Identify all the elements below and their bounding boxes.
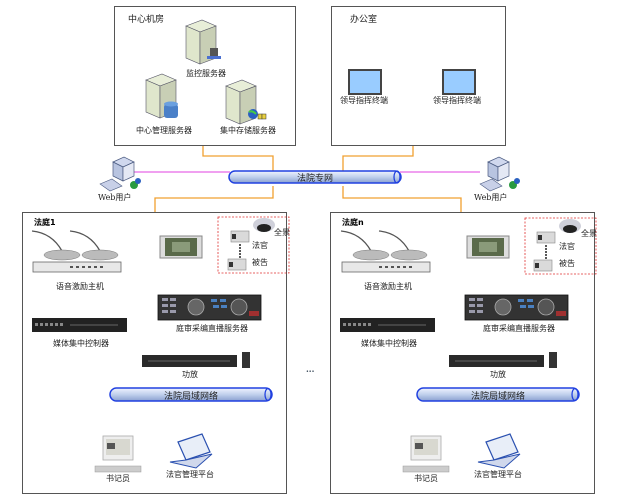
tv-screen-icon	[466, 235, 510, 259]
camera-group-box	[217, 216, 290, 274]
amplifier-label-1: 功放	[182, 370, 198, 379]
camera-defendant-label-n: 被告	[559, 259, 575, 268]
voice-host-label-1: 语音激励主机	[56, 282, 104, 291]
server-storage-icon	[225, 79, 267, 125]
judge-laptop-icon	[169, 433, 213, 469]
media-controller-icon	[340, 318, 435, 332]
media-controller-label-1: 媒体集中控制器	[53, 339, 109, 348]
amplifier-label-n: 功放	[490, 370, 506, 379]
lan-label-1: 法院局域网络	[163, 392, 218, 402]
clerk-label-1: 书记员	[106, 474, 130, 483]
lan-pipe	[416, 387, 580, 402]
recording-server-label-1: 庭审采编直播服务器	[176, 324, 248, 333]
recording-server-label-n: 庭审采编直播服务器	[483, 324, 555, 333]
clerk-desktop-icon	[402, 435, 450, 473]
clerk-label-n: 书记员	[414, 474, 438, 483]
server-label-storage: 集中存储服务器	[220, 126, 276, 135]
dome-camera-icon	[559, 219, 581, 233]
web-user-label-right: Web用户	[474, 193, 508, 202]
box-camera-judge-icon	[536, 231, 556, 244]
terminal-screen-icon	[442, 69, 476, 95]
box-camera-defendant-icon	[533, 259, 553, 272]
server-label-monitor: 监控服务器	[186, 69, 226, 78]
dome-camera-icon	[253, 218, 275, 232]
box-camera-defendant-icon	[227, 258, 247, 271]
wan-line-court1	[154, 186, 274, 212]
lan-label-n: 法院局域网络	[470, 392, 525, 402]
courtroom-title-n: 法庭n	[342, 218, 364, 227]
courtroom-title-1: 法庭1	[34, 218, 56, 227]
server-database-icon	[145, 73, 178, 119]
media-controller-label-n: 媒体集中控制器	[361, 339, 417, 348]
terminal-label-1: 领导指挥终端	[340, 96, 388, 105]
amplifier-icon	[142, 352, 250, 368]
web-user-label-left: Web用户	[98, 193, 132, 202]
voice-host-label-n: 语音激励主机	[364, 282, 412, 291]
judge-laptop-icon	[477, 433, 521, 469]
clerk-desktop-icon	[94, 435, 142, 473]
recording-server-icon	[157, 294, 262, 321]
server-monitor-icon	[185, 19, 221, 65]
recording-server-icon	[464, 294, 569, 321]
office-title: 办公室	[350, 15, 378, 25]
tv-screen-icon	[159, 235, 203, 259]
lan-pipe	[109, 387, 273, 402]
court-network-label: 法院专网	[296, 174, 333, 184]
media-controller-icon	[32, 318, 127, 332]
amplifier-icon	[449, 352, 557, 368]
terminal-label-2: 领导指挥终端	[433, 96, 481, 105]
camera-judge-label-1: 法官	[252, 241, 268, 250]
wan-line-office	[342, 146, 414, 172]
box-camera-judge-icon	[230, 230, 250, 243]
camera-group-box	[524, 217, 597, 275]
center-room-title: 中心机房	[128, 15, 165, 25]
judge-platform-label-n: 法官管理平台	[474, 470, 522, 479]
wan-line-center	[202, 146, 274, 172]
voice-host-icon	[31, 230, 122, 273]
server-label-management: 中心管理服务器	[136, 126, 192, 135]
camera-judge-label-n: 法官	[559, 242, 575, 251]
terminal-screen-icon	[348, 69, 382, 95]
camera-panorama-label-1: 全景	[274, 228, 290, 237]
wan-line-courtn	[342, 186, 462, 212]
camera-panorama-label-n: 全景	[581, 229, 597, 238]
web-user-computer-icon	[479, 156, 520, 192]
web-user-computer-icon	[99, 156, 141, 192]
camera-defendant-label-1: 被告	[252, 258, 268, 267]
judge-platform-label-1: 法官管理平台	[166, 470, 214, 479]
voice-host-icon	[340, 230, 431, 273]
courtroom-ellipsis: ...	[306, 364, 315, 374]
